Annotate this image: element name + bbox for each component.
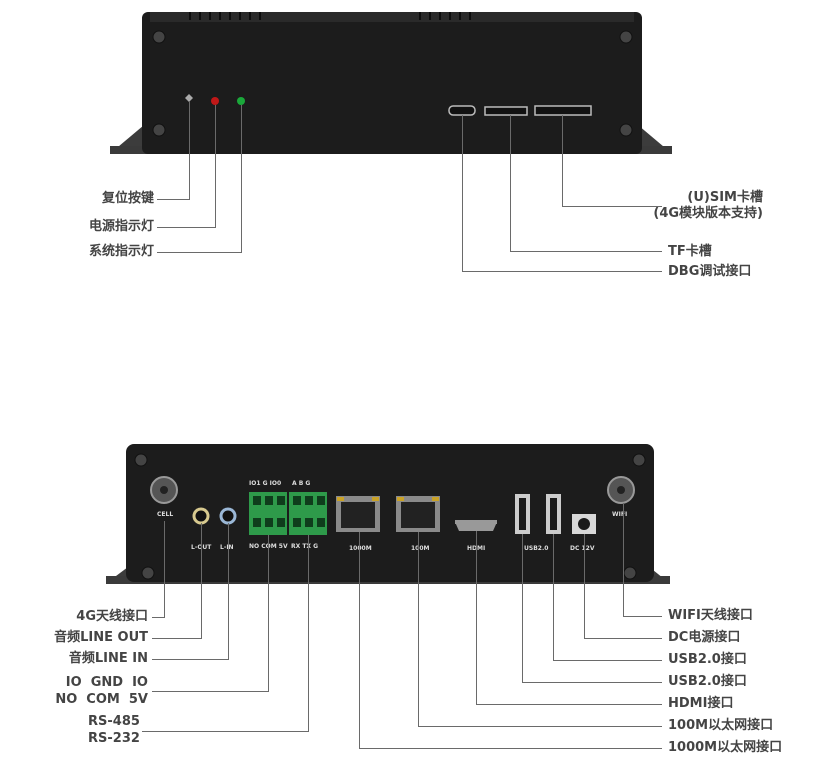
front-panel-device [110,12,672,154]
label-reset-button: 复位按键 [101,191,154,206]
label-system-led: 系统指示灯 [88,244,154,259]
line-in-jack [219,507,237,525]
print-io-top: IO1 G IO0 [249,480,282,487]
io-terminal-block [249,492,287,535]
label-power-led: 电源指示灯 [88,219,154,234]
system-led [237,97,245,105]
label-rs-line1: RS-485 [88,714,140,729]
rs-terminal-block [289,492,327,535]
label-sim-slot-line2: (4G模块版本支持) [653,206,763,221]
label-hdmi: HDMI接口 [668,696,734,711]
label-io-line1: IO GND IO [65,675,148,690]
sim-slot [534,105,592,116]
power-led [211,97,219,105]
print-lin: L-IN [220,544,234,551]
line-out-jack [192,507,210,525]
print-wifi: WIFI [612,511,628,518]
print-usb: USB2.0 [524,545,549,552]
label-wifi-antenna: WIFI天线接口 [668,608,753,623]
label-usb-a: USB2.0接口 [668,652,747,667]
label-line-out: 音频LINE OUT [54,630,148,645]
label-tf-slot: TF卡槽 [668,244,712,259]
print-abg: A B G [292,480,311,487]
reset-button [185,94,193,102]
rear-panel-device [106,444,670,584]
label-dbg-port: DBG调试接口 [668,264,752,279]
label-cell-antenna: 4G天线接口 [76,609,148,624]
print-dc: DC 12V [570,545,595,552]
label-sim-slot-line1: (U)SIM卡槽 [687,190,763,205]
dbg-port [448,105,476,116]
front-screws [152,30,633,137]
front-body [142,12,642,154]
eth-100m-port [396,496,440,532]
label-line-in: 音频LINE IN [68,651,148,666]
label-usb-b: USB2.0接口 [668,674,747,689]
hdmi-port [455,522,497,531]
heatsink-fins [189,12,471,20]
label-io-line2: NO COM 5V [55,692,148,707]
eth-1000m-port [336,496,380,532]
print-eth1000: 1000M [349,545,372,552]
front-left-flange [112,120,150,152]
print-rx-tx: RX TX G [291,543,319,550]
print-eth100: 100M [411,545,430,552]
tf-slot [484,106,528,116]
label-dc-power: DC电源接口 [668,630,741,645]
label-eth-1000m: 1000M以太网接口 [668,740,783,755]
print-cell: CELL [157,511,174,518]
label-eth-100m: 100M以太网接口 [668,718,774,733]
label-rs-line2: RS-232 [88,731,140,746]
